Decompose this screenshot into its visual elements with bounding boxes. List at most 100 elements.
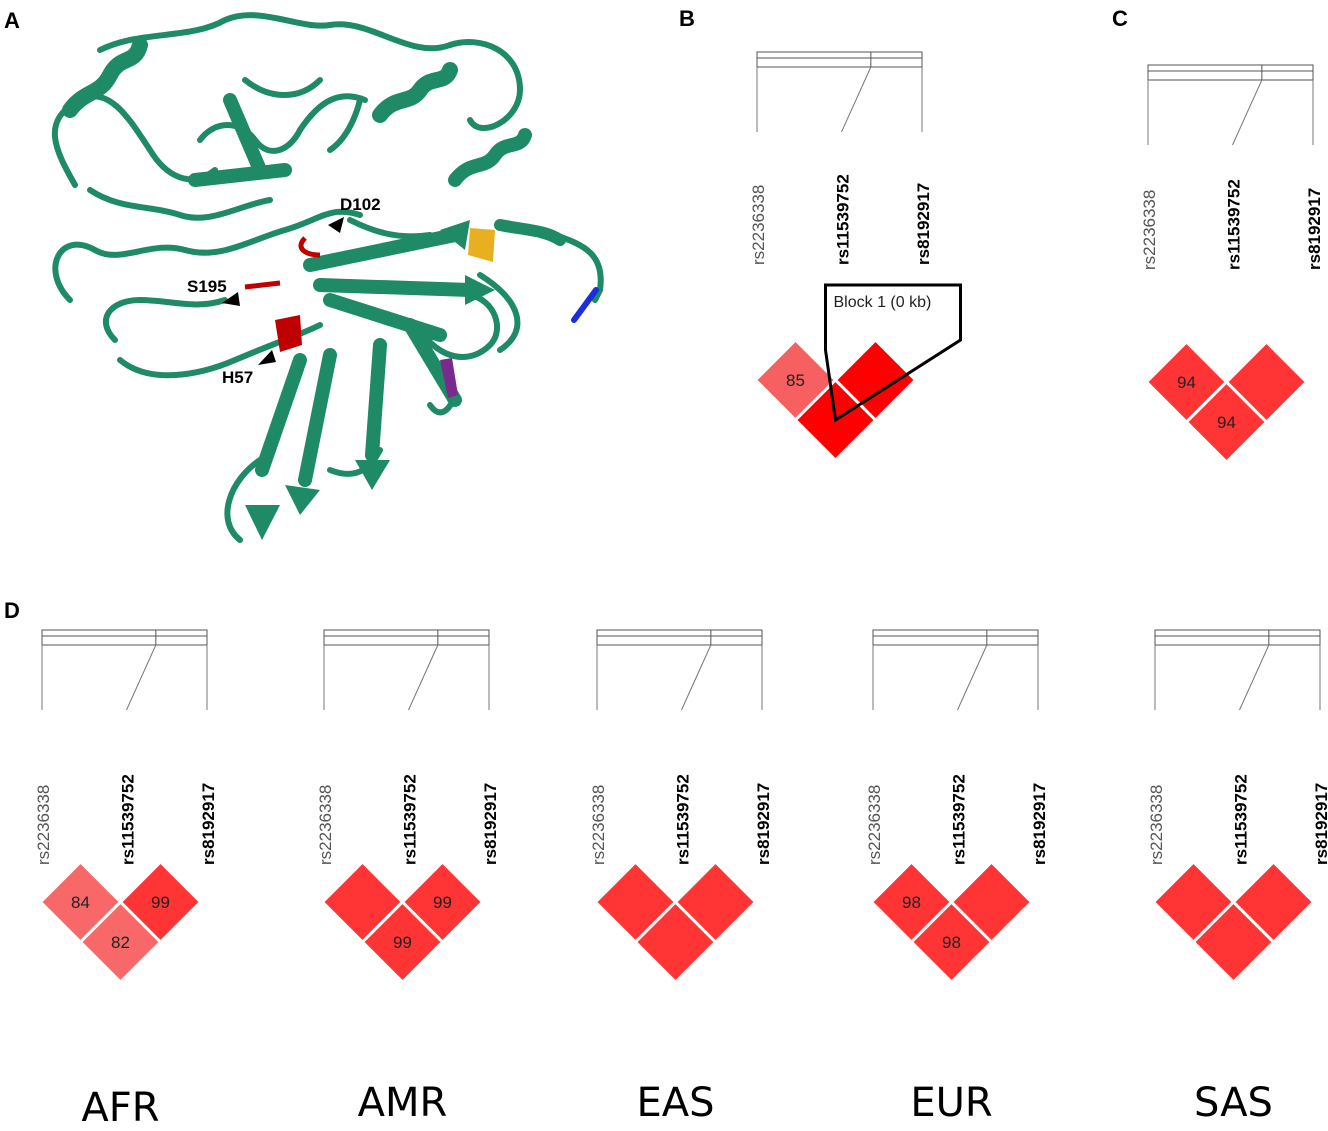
population-label: EAS (636, 1080, 715, 1126)
population-label: AFR (81, 1085, 160, 1131)
protein-strand (313, 278, 477, 297)
snp-label: rs8192917 (1030, 783, 1049, 865)
snp-label: rs8192917 (754, 783, 773, 865)
protein-strand-arrow (285, 485, 320, 515)
protein-strand-arrow (465, 275, 495, 305)
protein-strand (303, 228, 462, 272)
protein-loop (224, 457, 263, 543)
haplotype-block-label: Block 1 (0 kb) (834, 294, 932, 311)
snp-position-bar (596, 629, 763, 646)
snp-label: rs11539752 (1232, 774, 1251, 865)
snp-label: rs2236338 (34, 785, 53, 865)
ld-cell (833, 337, 918, 423)
protein-loop (87, 187, 273, 221)
population-label: EUR (910, 1080, 993, 1126)
snp-label: rs8192917 (481, 783, 500, 865)
ld-cell (400, 859, 485, 945)
protein-helix (372, 62, 458, 123)
haplotype-block-outline (824, 283, 962, 423)
protein-strand (188, 163, 292, 187)
snp-position-bar (1154, 629, 1321, 646)
residue-d102-highlight (298, 236, 321, 258)
snp-label: rs8192917 (1305, 188, 1324, 270)
panel-b-letter: B (679, 6, 695, 31)
snp-label: rs11539752 (119, 774, 138, 865)
protein-loop (102, 297, 228, 343)
population-label: SAS (1194, 1080, 1273, 1126)
ld-cell-value: 99 (433, 893, 452, 912)
ld-cell-value: 82 (111, 933, 130, 952)
protein-strand (255, 353, 307, 477)
residue-h57-highlight (275, 315, 302, 352)
protein-loop (417, 292, 501, 360)
protein-strand-arrow (440, 220, 470, 250)
snp-label: rs2236338 (316, 785, 335, 865)
protein-loop (477, 272, 521, 353)
snp-label: rs2236338 (1140, 190, 1159, 270)
snp-label: rs11539752 (401, 774, 420, 865)
ld-cell (1224, 339, 1309, 425)
helix-end-highlight (468, 228, 495, 262)
panel-a-letter: A (4, 8, 20, 33)
protein-helix (494, 219, 566, 246)
protein-structure-illustration: D102 S195 H57 (51, 12, 604, 543)
snp-label: rs2236338 (1147, 785, 1166, 865)
snp-position-bar (756, 51, 923, 68)
protein-loop (447, 39, 523, 131)
protein-loop (182, 208, 363, 256)
protein-ribbon (51, 12, 604, 543)
ld-cell-value: 94 (1177, 373, 1196, 392)
ld-cell-value: 84 (71, 893, 90, 912)
snp-label: rs2236338 (589, 785, 608, 865)
protein-loop (297, 93, 368, 133)
snp-connector-line (408, 644, 439, 711)
ld-cell-value: 98 (942, 933, 961, 952)
snp-connector-line (1232, 79, 1263, 146)
protein-strand (365, 338, 387, 462)
snp-connector-line (1239, 644, 1270, 711)
ld-cell-value: 99 (393, 933, 412, 952)
protein-strand-arrows (245, 220, 495, 540)
snp-connector-line (841, 66, 872, 133)
residue-label-h57: H57 (222, 368, 253, 387)
snp-label: rs8192917 (1312, 783, 1328, 865)
protein-helix (448, 128, 532, 187)
residue-s195-highlight (244, 280, 281, 290)
ld-cell (949, 859, 1034, 945)
residue-h57-marker (258, 350, 276, 365)
residue-label-s195: S195 (187, 277, 227, 296)
residue-label-d102: D102 (340, 195, 381, 214)
snp-position-bar (872, 629, 1039, 646)
panel-d-letter: D (4, 598, 20, 623)
protein-loop (97, 12, 453, 53)
residue-d102-marker (328, 217, 344, 233)
snp-label: rs11539752 (834, 174, 853, 265)
snp-position-bar (323, 629, 490, 646)
protein-strand (223, 93, 267, 177)
protein-strand-arrow (245, 505, 280, 540)
protein-strand-arrow (355, 460, 390, 490)
ld-cell (673, 859, 758, 945)
snp-label: rs11539752 (1225, 179, 1244, 270)
protein-strand (323, 293, 447, 342)
protein-helix (62, 37, 148, 118)
protein-loop (327, 97, 363, 153)
protein-loop (197, 122, 303, 154)
protein-loop (51, 93, 218, 188)
strand-accent-highlight (440, 358, 458, 398)
ld-cell (118, 859, 203, 945)
snp-label: rs8192917 (199, 783, 218, 865)
panel-c-letter: C (1112, 6, 1128, 31)
snp-position-bar (1147, 64, 1314, 81)
snp-label: rs2236338 (749, 185, 768, 265)
snp-connector-line (681, 644, 712, 711)
protein-strand (298, 348, 337, 487)
ld-cell-value: 98 (902, 893, 921, 912)
population-label: AMR (357, 1080, 448, 1126)
protein-loop (52, 241, 188, 303)
ld-cell-value: 99 (151, 893, 170, 912)
ld-cell-value: 94 (1217, 413, 1236, 432)
ld-cell (1231, 859, 1316, 945)
